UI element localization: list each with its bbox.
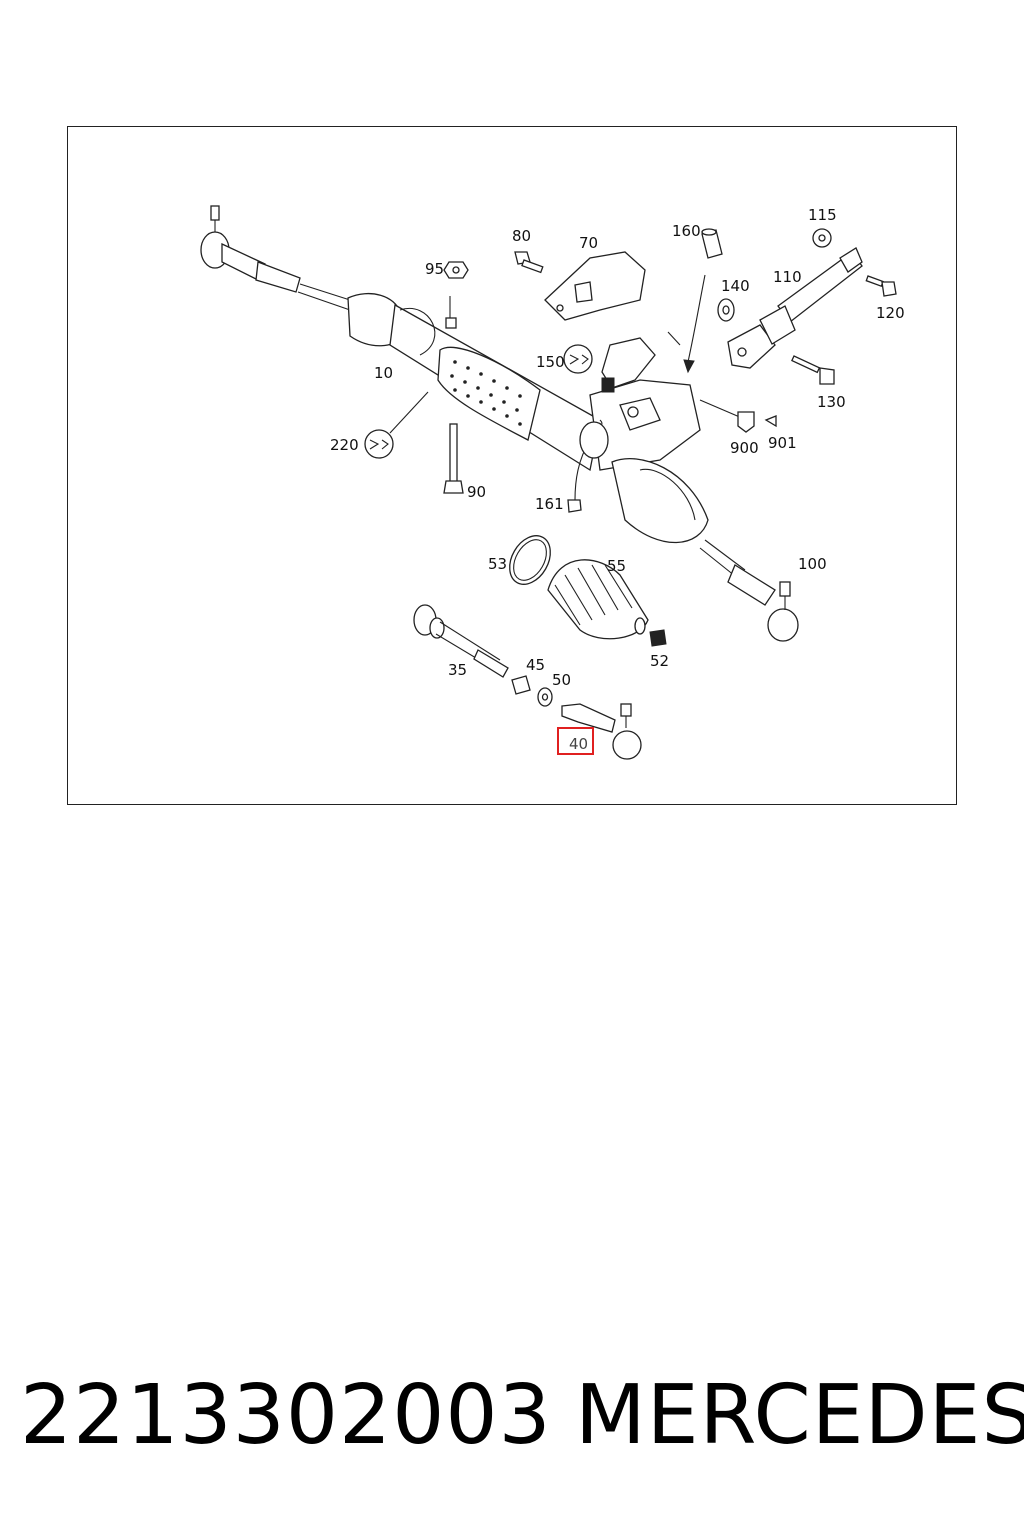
part-120-bolt	[865, 275, 897, 297]
part-115-washer	[812, 228, 832, 248]
part-95-nut	[443, 261, 469, 279]
steering-rack-housing	[200, 205, 799, 642]
part-70-bracket	[544, 251, 646, 321]
part-220-wrench-icon	[364, 391, 429, 459]
part-900-clip	[699, 399, 777, 433]
callout-10[interactable]: 10	[374, 364, 393, 382]
part-161-bolt	[567, 419, 609, 513]
callout-901[interactable]: 901	[768, 434, 797, 452]
callout-80[interactable]: 80	[512, 227, 531, 245]
callout-115[interactable]: 115	[808, 206, 837, 224]
callout-53[interactable]: 53	[488, 555, 507, 573]
part-52-clamp	[649, 629, 667, 647]
diagram-frame	[67, 126, 957, 805]
part-150-wrench-icon	[563, 331, 681, 393]
callout-35[interactable]: 35	[448, 661, 467, 679]
callout-100[interactable]: 100	[798, 555, 827, 573]
callout-900[interactable]: 900	[730, 439, 759, 457]
highlight-box-40	[557, 727, 594, 755]
callout-95[interactable]: 95	[425, 260, 444, 278]
callout-120[interactable]: 120	[876, 304, 905, 322]
callout-110[interactable]: 110	[773, 268, 802, 286]
callout-150[interactable]: 150	[536, 353, 565, 371]
part-90-bolt	[443, 423, 464, 494]
part-35-inner-tie-rod	[413, 604, 509, 678]
callout-45[interactable]: 45	[526, 656, 545, 674]
footer: 2213302003 MERCEDES	[20, 1368, 1024, 1468]
callout-50[interactable]: 50	[552, 671, 571, 689]
part-number: 2213302003	[20, 1368, 552, 1463]
part-53-clamp	[509, 535, 551, 585]
part-160-bushing	[683, 228, 723, 374]
part-40-tie-rod-end	[561, 703, 642, 760]
part-110-steering-shaft	[727, 247, 863, 369]
callout-160[interactable]: 160	[672, 222, 701, 240]
part-130-bolt	[791, 355, 835, 385]
callout-52[interactable]: 52	[650, 652, 669, 670]
callout-40[interactable]: 40	[569, 735, 588, 753]
callout-161[interactable]: 161	[535, 495, 564, 513]
callout-130[interactable]: 130	[817, 393, 846, 411]
callout-220[interactable]: 220	[330, 436, 359, 454]
callout-70[interactable]: 70	[579, 234, 598, 252]
steering-rack-diagram: 10 35 45 50 52 53 55 70 80 90 95 100 110…	[200, 205, 905, 760]
part-45-sleeve	[511, 675, 531, 695]
part-80-bolt	[514, 251, 544, 274]
callout-55[interactable]: 55	[607, 557, 626, 575]
callout-140[interactable]: 140	[721, 277, 750, 295]
part-140-washer	[717, 298, 735, 322]
brand-name: MERCEDES	[575, 1368, 1024, 1463]
part-50-nut	[537, 687, 553, 707]
callout-90[interactable]: 90	[467, 483, 486, 501]
part-55-bellows-boot	[547, 559, 649, 640]
